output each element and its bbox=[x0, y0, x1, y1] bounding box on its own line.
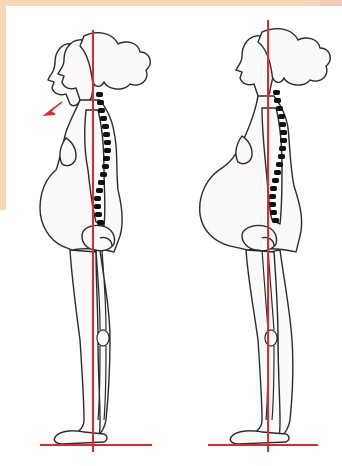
left-pelvis bbox=[82, 225, 115, 250]
left-leg-front bbox=[60, 250, 100, 442]
arrow-left-down-icon bbox=[45, 102, 62, 115]
right-pelvis bbox=[242, 225, 277, 250]
